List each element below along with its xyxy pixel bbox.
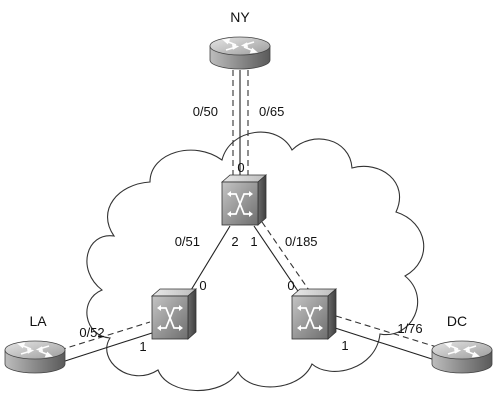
label-right-port-top: 0 [287,278,294,293]
label-right-port-bottom: 1 [341,338,348,353]
label-center-vc-left: 0/51 [175,234,200,249]
label-center-vc-right: 0/185 [285,234,318,249]
switch-left [151,288,197,340]
label-ny-vc-left: 0/50 [193,104,218,119]
atm-switch-icon [151,288,197,340]
label-la-vc: 0/52 [79,325,104,340]
link-ny-center [232,70,249,183]
switch-center [221,174,267,226]
network-cloud [86,131,425,392]
atm-switch-icon [221,174,267,226]
router-la-label: LA [29,313,47,329]
router-dc: DC [431,313,493,374]
label-center-port-right: 1 [250,234,257,249]
router-dc-label: DC [447,313,467,329]
link-right-dc [331,315,441,361]
router-la: LA [4,313,66,374]
label-ny-vc-right: 0/65 [259,104,284,119]
label-center-port-top: 0 [237,160,244,175]
router-ny-label: NY [230,9,250,25]
link-la-left [59,321,153,363]
label-dc-vc: 1/76 [397,321,422,336]
router-ny: NY [209,9,271,70]
label-center-port-left: 2 [231,234,238,249]
label-left-port-bottom: 1 [139,339,146,354]
switch-right [291,288,337,340]
atm-switch-icon [291,288,337,340]
label-left-port-top: 0 [199,278,206,293]
link-center-right [253,221,314,301]
router-icon [209,36,271,70]
link-center-left [184,225,231,301]
router-icon [431,340,493,374]
router-icon [4,340,66,374]
